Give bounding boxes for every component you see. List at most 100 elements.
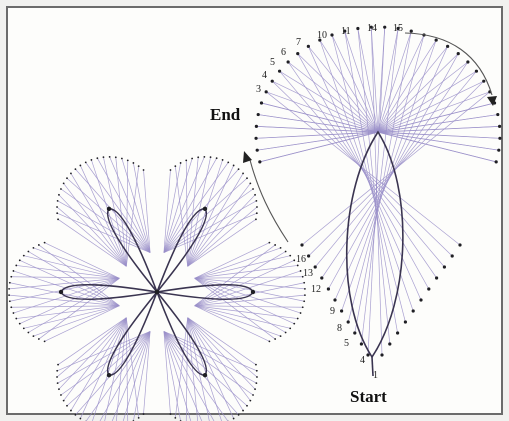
pin-dot (264, 90, 268, 94)
pin-dot (299, 270, 302, 272)
thread-line (11, 305, 120, 308)
pin-dot (296, 264, 299, 267)
top-direction-arrow (404, 32, 493, 96)
pin-dot (18, 322, 21, 325)
pin-dot (232, 417, 235, 420)
thread-line (125, 317, 140, 418)
pin-dot (346, 320, 350, 324)
pin-dot (43, 340, 46, 343)
thread-line (38, 278, 120, 340)
thread-line (344, 30, 379, 133)
thread-line (308, 46, 379, 133)
thread-line (174, 166, 189, 267)
pin-dot (74, 413, 77, 416)
pin-dot (435, 276, 439, 280)
thread-line (70, 317, 127, 411)
pin-number-label: 12 (311, 284, 321, 295)
pin-dot (268, 241, 271, 244)
pin-dot (318, 38, 322, 42)
pin-dot (279, 247, 282, 249)
thread-line (187, 173, 244, 267)
pin-dot (306, 44, 310, 48)
thread-line (377, 70, 477, 133)
thread-line (377, 53, 459, 133)
thread-line (99, 331, 151, 421)
petal-outline (156, 283, 254, 301)
thread-line (377, 131, 500, 139)
thread-line (194, 255, 291, 279)
pin-dot (58, 388, 60, 391)
pin-dot (254, 193, 256, 196)
petal-tip-dot (202, 372, 208, 378)
thread-line (194, 244, 276, 306)
pin-dot (32, 335, 35, 337)
thread-line (163, 200, 257, 253)
pin-dot (10, 275, 13, 278)
thread-line (63, 317, 127, 401)
thread-line (163, 331, 203, 421)
pin-number-label: 13 (303, 268, 313, 279)
pin-dot (256, 376, 258, 378)
thread-line (187, 159, 223, 267)
pin-dot (242, 409, 244, 412)
thread-line (377, 30, 412, 133)
thread-line (133, 331, 151, 421)
pin-dot (27, 250, 30, 253)
thread-line (185, 317, 189, 421)
thread-line (194, 277, 301, 314)
pin-dot (442, 265, 446, 269)
pin-dot (356, 26, 360, 31)
thread-line (57, 212, 151, 253)
pin-dot (132, 162, 135, 164)
thread-line (133, 162, 151, 253)
thread-line (194, 282, 305, 307)
pin-dot (215, 157, 218, 160)
pin-dot (249, 182, 252, 185)
pin-dot (57, 218, 59, 221)
pin-dot (8, 281, 11, 284)
thread-line (44, 242, 120, 279)
pin-dot (388, 342, 392, 346)
thread-line (187, 317, 234, 419)
pin-dot (120, 157, 123, 160)
pin-dot (383, 25, 387, 29)
leaf-string-art (254, 25, 502, 377)
thread-line (163, 331, 192, 421)
thread-line (80, 317, 127, 419)
thread-line (163, 331, 229, 421)
pin-number-label: 4 (262, 70, 267, 81)
flower-string-art (8, 155, 306, 421)
pin-dot (8, 288, 10, 290)
petal-outline (60, 283, 158, 301)
thread-line (109, 156, 151, 253)
thread-line (377, 102, 495, 133)
pin-dot (90, 159, 93, 161)
thread-line (187, 317, 222, 421)
pin-dot (57, 363, 59, 366)
pin-dot (284, 331, 287, 334)
pin-dot (237, 168, 240, 171)
petal-tip-dot (202, 206, 208, 212)
thread-line (163, 162, 229, 253)
thread-line (258, 114, 379, 133)
thread-line (163, 158, 193, 253)
thread-line (85, 331, 151, 421)
pin-dot (209, 156, 212, 159)
pin-dot (434, 38, 438, 42)
thread-line (319, 39, 414, 312)
thread-line (377, 61, 469, 133)
thread-line (70, 173, 127, 267)
pin-dot (330, 33, 334, 37)
petal-tip-dot (250, 289, 256, 295)
pin-dot (409, 29, 413, 33)
pin-number-label: 14 (367, 23, 377, 34)
thread-line (163, 331, 171, 415)
pin-dot (359, 342, 363, 346)
pin-dot (137, 416, 140, 419)
thread-line (279, 70, 379, 133)
pin-dot (8, 300, 11, 303)
thread-line (259, 131, 379, 163)
thread-line (377, 126, 500, 133)
thread-line (271, 80, 453, 257)
